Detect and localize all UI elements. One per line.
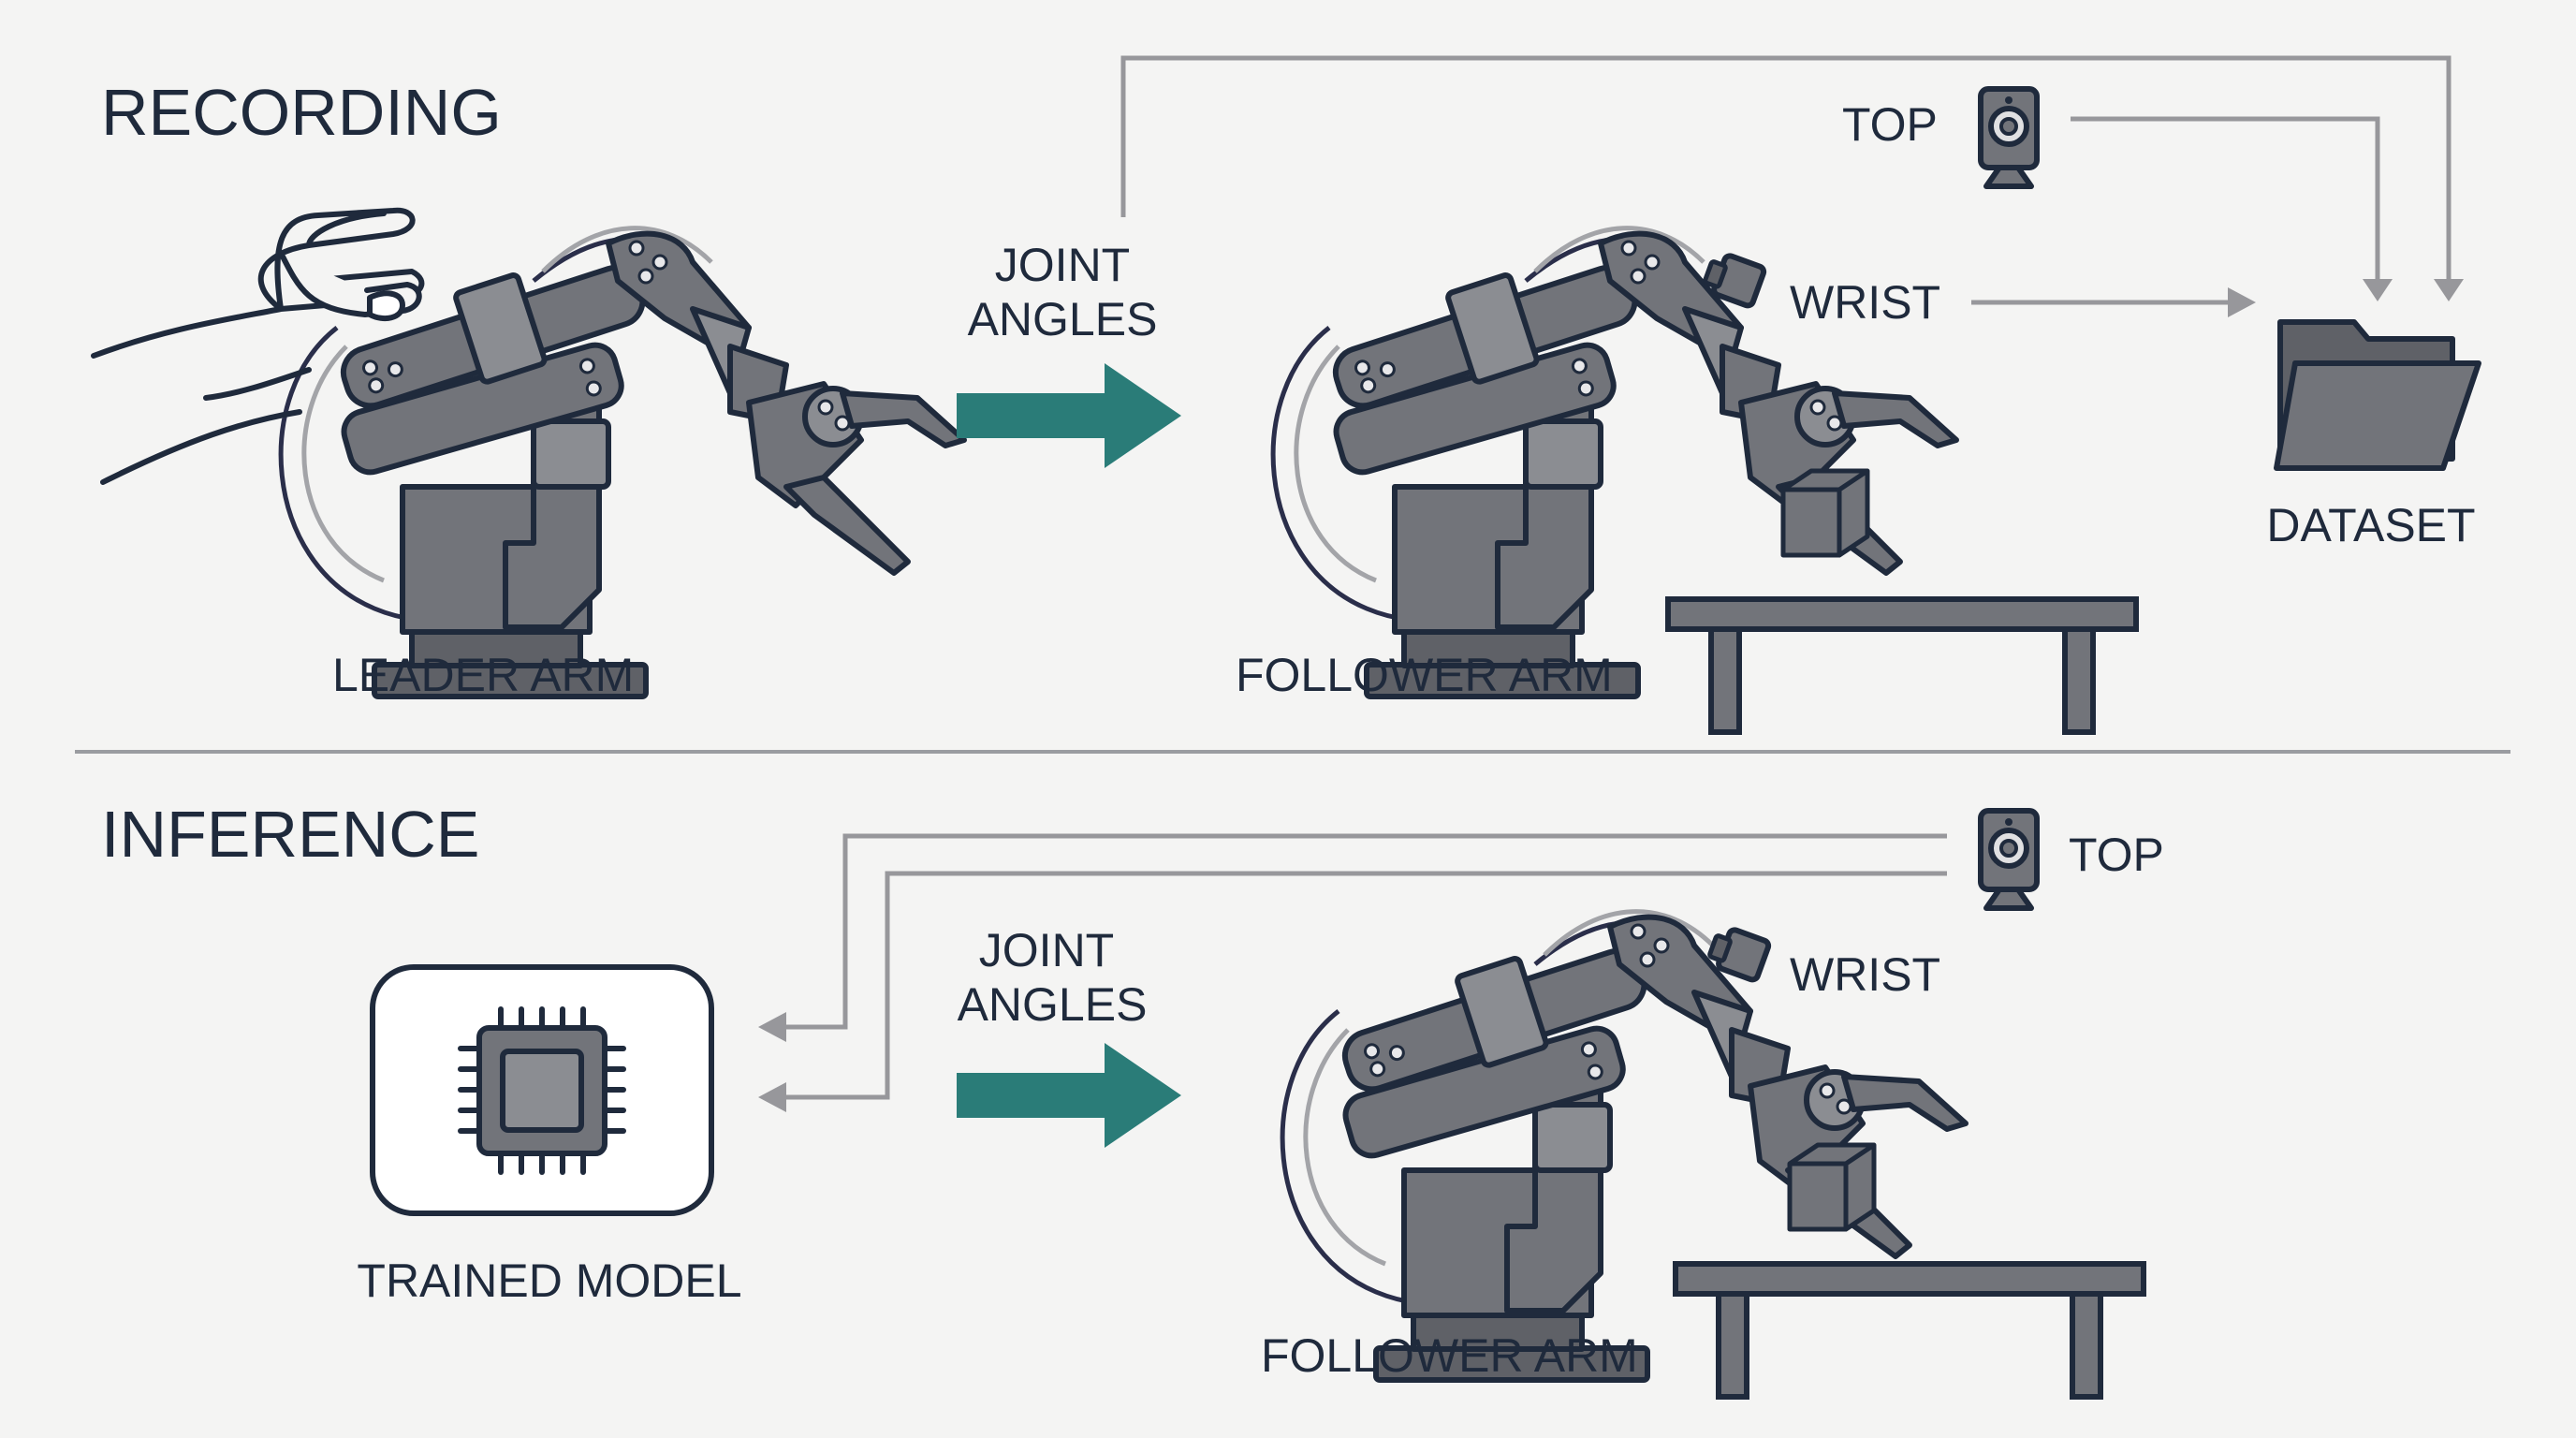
top-camera-label: TOP [1842, 98, 1938, 151]
chip-icon [458, 1006, 626, 1175]
inference-cube-icon [1790, 1145, 1874, 1229]
inference-data-flow [758, 833, 1947, 1112]
inference-joint-angles-line2: ANGLES [958, 978, 1148, 1031]
inference-table-icon [1676, 1264, 2144, 1397]
cube-icon [1783, 471, 1867, 555]
table-icon [1668, 599, 2136, 732]
wrist-camera-label: WRIST [1790, 276, 1940, 329]
recording-data-flow [1120, 55, 2464, 317]
inference-wrist-camera-label: WRIST [1790, 948, 1940, 1001]
inference-top-camera-label: TOP [2069, 829, 2164, 881]
recording-joint-angles-arrow [957, 363, 1181, 468]
top-camera-icon [1981, 89, 2037, 186]
inference-joint-angles-arrow [957, 1043, 1181, 1148]
follower-arm-label: FOLLOWER ARM [1236, 649, 1613, 701]
recording-joint-angles-line1: JOINT [995, 239, 1130, 291]
inference-title: INFERENCE [101, 798, 479, 871]
trained-model-label: TRAINED MODEL [357, 1255, 741, 1307]
inference-top-camera-icon [1981, 811, 2037, 908]
recording-joint-angles-line2: ANGLES [968, 293, 1158, 345]
recording-title: RECORDING [101, 76, 502, 149]
hand-icon [91, 207, 425, 485]
inference-joint-angles-line1: JOINT [979, 924, 1114, 976]
folder-icon [2274, 319, 2481, 471]
inference-follower-arm-label: FOLLOWER ARM [1261, 1329, 1638, 1382]
dataset-label: DATASET [2266, 499, 2475, 551]
leader-arm-label: LEADER ARM [332, 649, 634, 701]
